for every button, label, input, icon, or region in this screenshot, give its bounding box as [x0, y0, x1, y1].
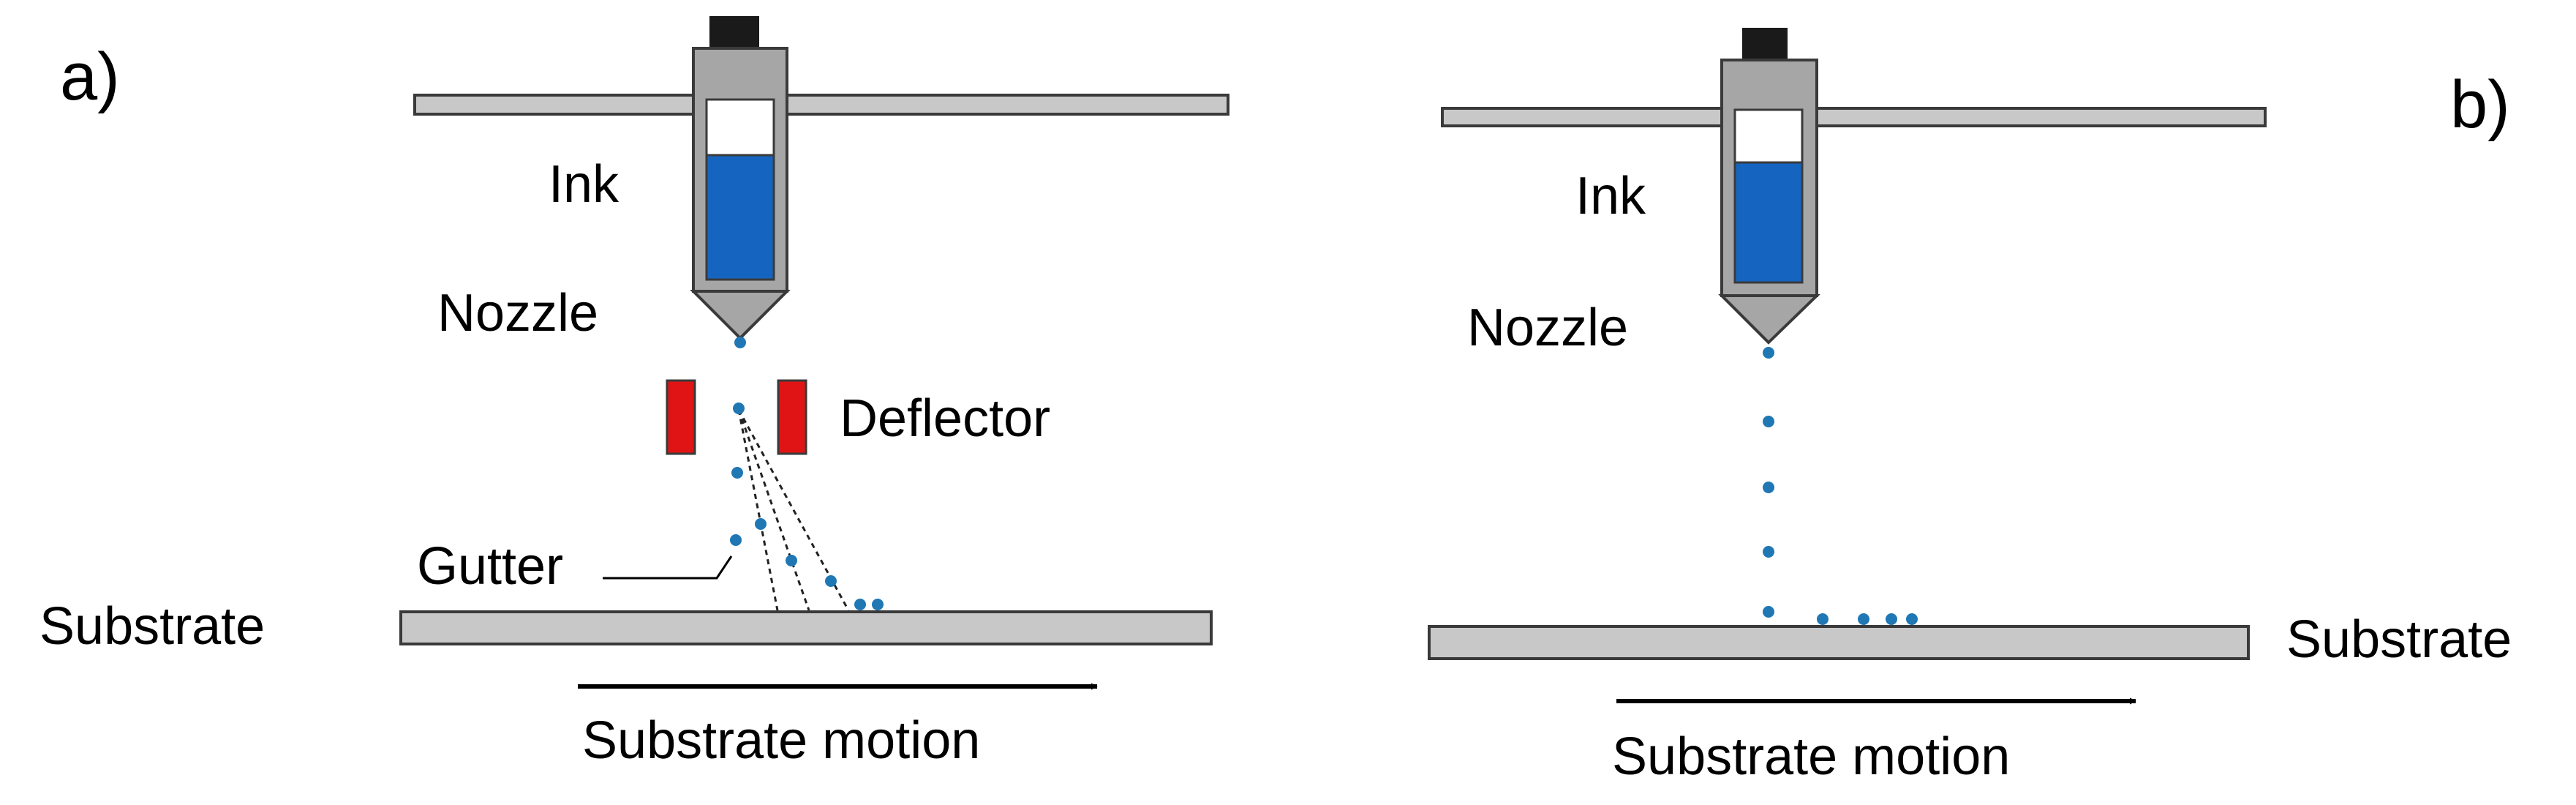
panel-b-print-head [1718, 28, 1820, 345]
panel-a-droplets [730, 337, 884, 610]
panel-b-droplet [1817, 613, 1829, 625]
panel-b-droplets [1763, 347, 1918, 625]
panel-a-droplet [854, 599, 866, 610]
panel-a-substrate-label: Substrate [39, 597, 265, 656]
panel-a-substrate [399, 610, 1213, 645]
panel-a-droplet [733, 402, 745, 414]
panel-a-ink-reservoir-empty [705, 98, 775, 157]
panel-b-droplet [1763, 347, 1774, 359]
panel-a-nozzle [690, 290, 791, 340]
panel-a-deflector-left [666, 379, 696, 455]
panel-a-label: a) [60, 40, 120, 114]
panel-b-nozzle [1718, 294, 1820, 345]
panel-a-ink-label: Ink [549, 155, 619, 214]
panel-b-substrate [1428, 625, 2250, 660]
panel-a-print-head [690, 16, 791, 340]
panel-a-gutter-label: Gutter [417, 537, 563, 596]
panel-a-rail [413, 94, 1229, 116]
panel-a-deflector-label: Deflector [840, 389, 1050, 448]
panel-a-droplet [755, 518, 767, 530]
panel-a-trajectory-1 [737, 409, 779, 611]
panel-b-substrate-label: Substrate [2286, 610, 2512, 669]
panel-a-trajectory-2 [737, 409, 810, 611]
panel-b-label: b) [2450, 67, 2510, 142]
panel-b-ink-label: Ink [1575, 167, 1646, 225]
panel-b-ink [1733, 161, 1804, 284]
panel-a: a) Ink Nozzle Deflector [39, 16, 1229, 770]
panel-b-droplet [1763, 606, 1774, 618]
panel-b-rail [1441, 107, 2267, 127]
panel-b-ink-reservoir-empty [1733, 108, 1804, 164]
panel-b-droplet [1763, 482, 1774, 493]
panel-a-droplet [730, 534, 742, 546]
panel-a-droplet [872, 599, 884, 610]
panel-b-droplet [1763, 416, 1774, 427]
panel-b: b) Ink Nozzle Substrate [1428, 28, 2512, 786]
panel-a-motion-label: Substrate motion [582, 711, 980, 770]
panel-a-droplet [825, 575, 837, 587]
panel-a-ink [705, 154, 775, 281]
panel-a-deflector-right [777, 379, 807, 455]
panel-a-nozzle-label: Nozzle [437, 284, 598, 342]
panel-b-droplet [1886, 613, 1897, 625]
panel-b-cap [1742, 28, 1788, 60]
panel-b-motion-label: Substrate motion [1612, 727, 2010, 786]
panel-b-droplet [1906, 613, 1918, 625]
panel-b-droplet [1763, 546, 1774, 558]
panel-a-droplet [731, 467, 743, 479]
panel-b-droplet [1858, 613, 1869, 625]
panel-a-gutter-leader [603, 555, 733, 580]
panel-a-cap [709, 16, 759, 51]
panel-a-droplet [786, 555, 797, 566]
panel-b-nozzle-label: Nozzle [1467, 299, 1628, 357]
panel-a-droplet [734, 337, 746, 348]
